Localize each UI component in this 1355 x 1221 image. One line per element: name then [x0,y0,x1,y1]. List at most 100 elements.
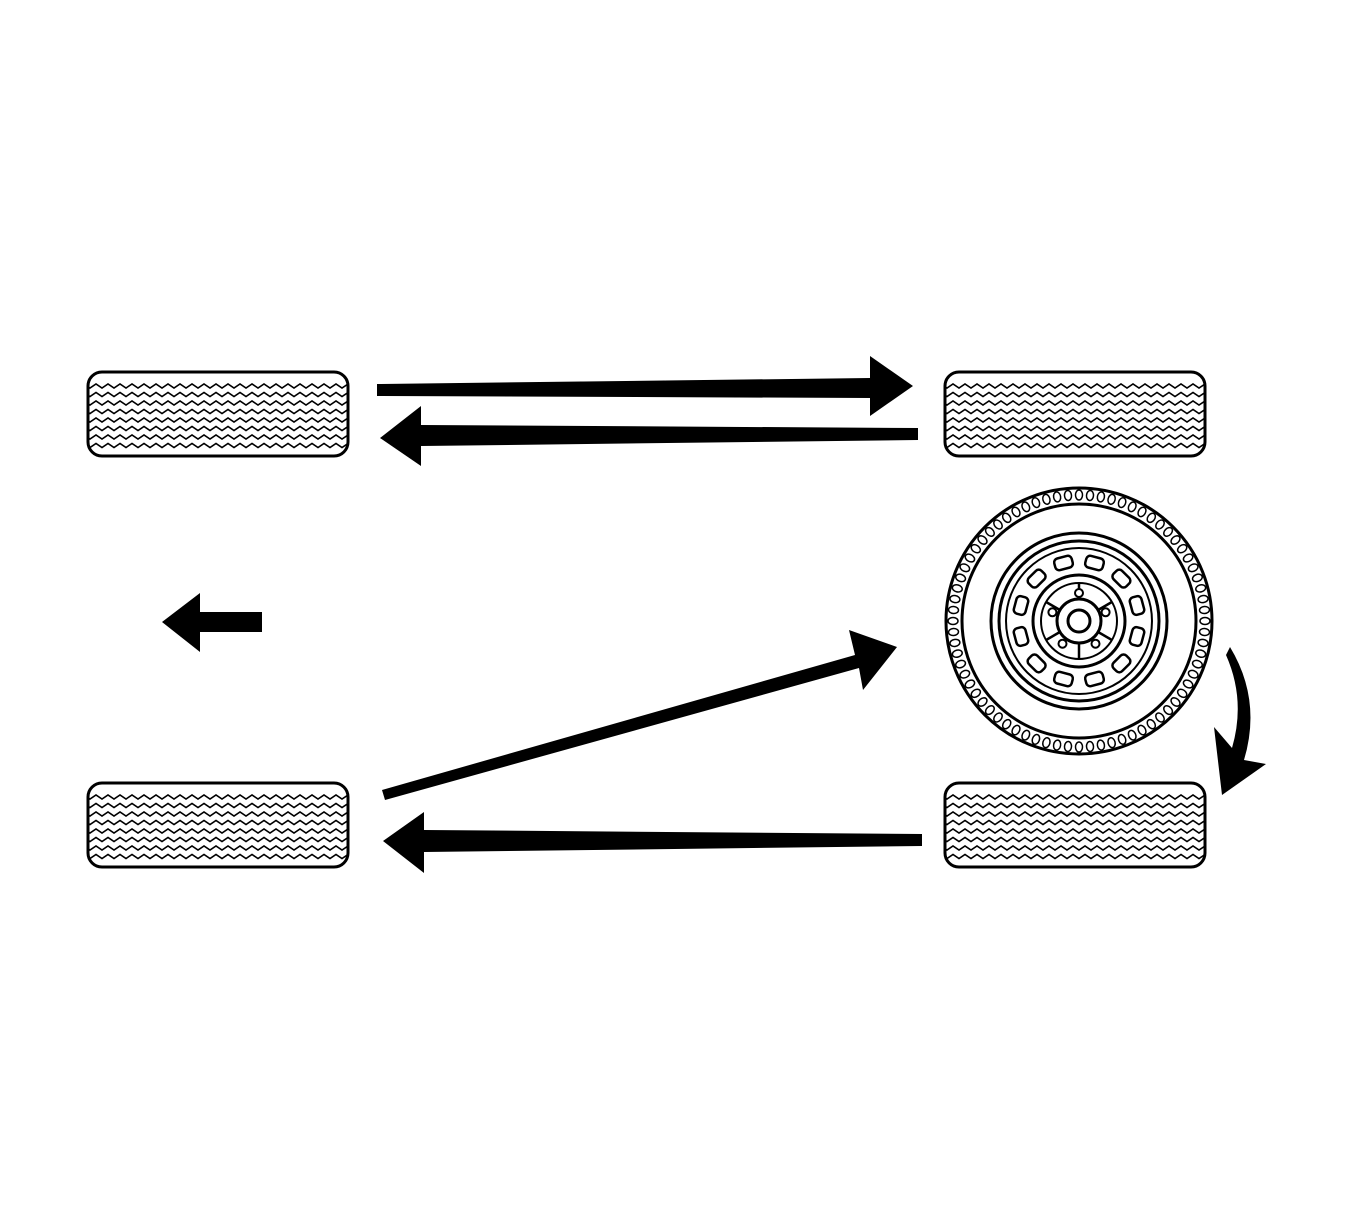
tread-bump [1176,543,1188,554]
tread-bump [1137,724,1147,736]
left-front-tire [84,372,348,456]
tread-bump [1011,724,1021,736]
tread-bump [1031,733,1041,745]
tread-bump [1074,489,1084,501]
tread-bump [1011,506,1021,518]
tread-bump [1085,489,1095,502]
tread-bump [977,697,988,707]
tread-bump [1191,659,1203,669]
hub-spoke [1045,600,1061,612]
rim-slot [1111,653,1132,674]
tread-bump [1137,506,1147,518]
tread-bump [1176,688,1188,699]
lug-hole [1057,638,1068,649]
tread-bump [1195,584,1207,593]
tread-bump [977,535,988,545]
tread-bump [1197,594,1209,604]
hub-spoke [1097,600,1113,612]
tread-bump [1042,493,1051,505]
tread-bump [1096,739,1106,751]
arrow-right-front-to-left-front [380,406,918,466]
tread-bump [1127,501,1137,513]
rim-slot [1052,554,1075,572]
tread-bump [1063,740,1073,753]
tread-bump [1182,553,1194,563]
tread-bump [1187,669,1199,679]
tread-bump [959,669,971,679]
tread-bump [1146,512,1157,524]
tread-bump [1085,740,1095,753]
tread-bump [951,649,963,658]
tread-bump [1146,718,1157,730]
lug-hole [1074,588,1084,598]
tread-bump [1042,737,1051,749]
tread-bump [1117,733,1127,745]
tread-bump [1198,627,1211,637]
hub-spoke [1097,630,1113,642]
spare-tire-wheel [944,486,1214,756]
lug-hole [1090,638,1101,649]
tread-bump [1031,497,1041,509]
tread-bump [984,526,995,537]
tread-bump [1199,616,1211,626]
tread-bump [1163,526,1174,537]
tread-bump [1187,563,1199,573]
arrow-left-front-to-right-front [377,356,913,416]
tread-bump [984,705,995,716]
tread-bump [947,616,959,626]
rim-slot [1128,625,1146,648]
hub-spoke [1045,630,1061,642]
tread-bump [993,519,1003,530]
tread-bump [1052,739,1062,751]
tread-bump [949,594,961,604]
rim-slot [1083,554,1106,572]
arrow-spare-to-right-rear [1214,647,1266,795]
tread-bump [1096,491,1106,503]
tread-bump [1182,679,1194,689]
arrow-left-rear-to-spare [382,630,897,800]
rim-slot [1111,568,1132,589]
tread-bump [1074,741,1084,753]
lug-hole [1047,607,1058,618]
tread-bump [1052,491,1062,503]
rim-slot [1026,568,1047,589]
tread-bump [1155,712,1165,723]
tread-bump [951,584,963,593]
tread-bump [1021,501,1031,513]
tread-bump [1107,737,1116,749]
tread-bump [947,605,960,615]
left-rear-tire [84,783,348,867]
rim-slot [1083,670,1106,688]
tread-bump [1001,512,1012,524]
rim-slot [1026,653,1047,674]
tread-bump [970,543,982,554]
tread-bump [1021,729,1031,741]
tread-bump [1127,729,1137,741]
rim-slot [1128,594,1146,617]
rim-slot [1012,594,1030,617]
tread-bump [964,679,976,689]
tread-bump [970,688,982,699]
lug-hole [1100,607,1111,618]
tread-bump [1107,493,1116,505]
tread-bump [993,712,1003,723]
vehicle-forward-direction-arrow [162,593,262,652]
tread-bump [1063,489,1073,502]
tread-bump [955,659,967,669]
tread-bump [1170,535,1181,545]
right-front-tire [941,372,1205,456]
rim-slot [1052,670,1075,688]
tread-bump [964,553,976,563]
tread-bump [1001,718,1012,730]
tread-bump [947,627,960,637]
right-rear-tire [941,783,1205,867]
tread-bump [1195,649,1207,658]
tread-bump [959,563,971,573]
arrow-right-rear-to-left-rear [383,812,922,873]
tread-bump [949,638,961,648]
rim-slot [1012,625,1030,648]
tread-bump [1155,519,1165,530]
tread-bump [1197,638,1209,648]
tread-bump [1198,605,1211,615]
